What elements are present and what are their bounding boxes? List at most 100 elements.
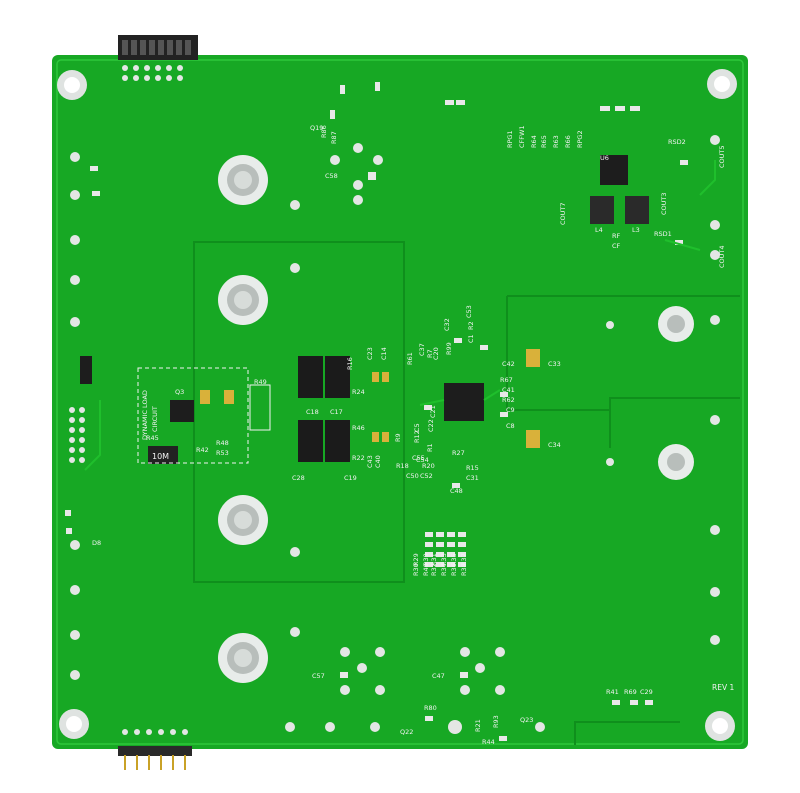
refdes-c41: C41 bbox=[502, 386, 515, 394]
refdes-c48: C48 bbox=[450, 487, 463, 495]
refdes-c20: C20 bbox=[432, 347, 440, 360]
refdes-c43: C43 bbox=[366, 455, 374, 468]
refdes-r61: R61 bbox=[406, 352, 414, 365]
refdes-r42: R42 bbox=[196, 446, 209, 454]
refdes-c47: C47 bbox=[432, 672, 445, 680]
refdes-c42: C42 bbox=[502, 360, 515, 368]
refdes-c57: C57 bbox=[312, 672, 325, 680]
refdes-c53: C53 bbox=[465, 305, 473, 318]
refdes-rf: RF bbox=[612, 232, 621, 240]
refdes-q23: Q23 bbox=[520, 716, 533, 724]
refdes-c18: C18 bbox=[306, 408, 319, 416]
refdes-r36: R36 bbox=[450, 563, 458, 576]
refdes-r24: R24 bbox=[352, 388, 365, 396]
refdes-r39: R39 bbox=[422, 553, 430, 566]
refdes-r37: R37 bbox=[460, 553, 468, 566]
refdes-r69: R69 bbox=[624, 688, 637, 696]
refdes-c9: C9 bbox=[506, 406, 515, 414]
refdes-c28: C28 bbox=[292, 474, 305, 482]
resistor-10m-marking: 10M bbox=[152, 452, 169, 461]
refdes-c34: C34 bbox=[548, 441, 561, 449]
refdes-r87: R87 bbox=[330, 131, 338, 144]
refdes-q19: Q19 bbox=[310, 124, 323, 132]
refdes-cout4: COUT4 bbox=[718, 245, 726, 268]
pcb-substrate bbox=[52, 55, 748, 749]
refdes-q22: Q22 bbox=[400, 728, 413, 736]
refdes-r40: R40 bbox=[422, 563, 430, 576]
refdes-r22: R22 bbox=[352, 454, 365, 462]
refdes-c5: C5 bbox=[413, 423, 421, 432]
dynamic-load-circuit-label: CIRCUIT bbox=[151, 406, 159, 432]
power-terminals bbox=[218, 155, 694, 683]
refdes-cf: CF bbox=[612, 242, 621, 250]
refdes-rpg1: RPG1 bbox=[506, 130, 514, 148]
refdes-c52: C52 bbox=[420, 472, 433, 480]
refdes-r27: R27 bbox=[452, 449, 465, 457]
refdes-c14: C14 bbox=[380, 347, 388, 360]
bottom-header-pins bbox=[118, 746, 192, 770]
refdes-r16: R16 bbox=[346, 357, 354, 370]
refdes-r20: R20 bbox=[422, 462, 435, 470]
test-vias bbox=[70, 135, 720, 734]
refdes-c54: C54 bbox=[416, 456, 429, 464]
refdes-r9: R9 bbox=[394, 433, 402, 442]
refdes-cout5: COUT5 bbox=[718, 145, 726, 168]
refdes-c32: C32 bbox=[443, 318, 451, 331]
refdes-c8: C8 bbox=[506, 422, 515, 430]
refdes-r35: R35 bbox=[450, 553, 458, 566]
refdes-r7: R7 bbox=[426, 349, 434, 358]
refdes-c23: C23 bbox=[366, 347, 374, 360]
revision-label: REV 1 bbox=[712, 683, 734, 692]
refdes-c50: C50 bbox=[406, 472, 419, 480]
refdes-r99: R99 bbox=[445, 342, 453, 355]
refdes-c33: C33 bbox=[548, 360, 561, 368]
refdes-r65: R65 bbox=[540, 135, 548, 148]
refdes-r2: R2 bbox=[467, 321, 475, 330]
refdes-r18: R18 bbox=[396, 462, 409, 470]
refdes-c55: C55 bbox=[412, 454, 425, 462]
refdes-r32: R32 bbox=[430, 563, 438, 576]
refdes-u6: U6 bbox=[600, 154, 609, 162]
mounting-holes bbox=[57, 69, 737, 741]
refdes-cout3: COUT3 bbox=[660, 192, 668, 215]
refdes-r21: R21 bbox=[474, 719, 482, 732]
refdes-r49: R49 bbox=[254, 378, 267, 386]
refdes-r46: R46 bbox=[352, 424, 365, 432]
refdes-r30: R30 bbox=[412, 563, 420, 576]
refdes-c37: C37 bbox=[418, 343, 426, 356]
refdes-r29: R29 bbox=[412, 553, 420, 566]
refdes-r31: R31 bbox=[430, 553, 438, 566]
refdes-l3: L3 bbox=[632, 226, 640, 234]
refdes-r62: R62 bbox=[502, 396, 515, 404]
refdes-d8: D8 bbox=[92, 539, 101, 547]
refdes-c21: C21 bbox=[429, 405, 437, 418]
refdes-r64: R64 bbox=[530, 135, 538, 148]
refdes-r45: R45 bbox=[146, 434, 159, 442]
dynamic-load-label: DYNAMIC LOAD bbox=[141, 390, 149, 440]
refdes-r34: R34 bbox=[440, 563, 448, 576]
refdes-r38: R38 bbox=[460, 563, 468, 576]
refdes-c58: C58 bbox=[325, 172, 338, 180]
refdes-c31: C31 bbox=[466, 474, 479, 482]
refdes-q3: Q3 bbox=[175, 388, 184, 396]
refdes-r86: R86 bbox=[320, 125, 328, 138]
refdes-r93: R93 bbox=[492, 715, 500, 728]
refdes-c40: C40 bbox=[374, 455, 382, 468]
refdes-c17: C17 bbox=[330, 408, 343, 416]
refdes-r44: R44 bbox=[482, 738, 495, 746]
refdes-c1: C1 bbox=[467, 334, 475, 343]
refdes-r33: R33 bbox=[440, 553, 448, 566]
ic-packages bbox=[80, 155, 649, 422]
refdes-r41: R41 bbox=[606, 688, 619, 696]
refdes-r48: R48 bbox=[216, 439, 229, 447]
refdes-cout7: COUT7 bbox=[559, 202, 567, 225]
dynamic-load-outline bbox=[137, 367, 249, 464]
refdes-r12: R12 bbox=[413, 430, 421, 443]
refdes-rsd1: RSD1 bbox=[654, 230, 672, 238]
refdes-cffw1: CFFW1 bbox=[518, 125, 526, 148]
